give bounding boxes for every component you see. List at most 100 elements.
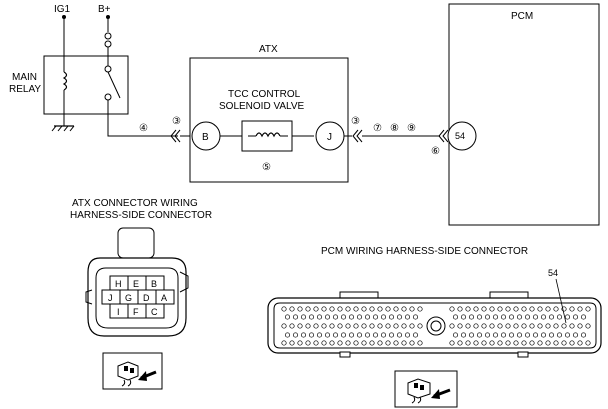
pcm-pin-hole — [332, 332, 339, 338]
pcm-pin-54-leader — [555, 278, 567, 324]
pcm-pin-hole — [393, 306, 399, 312]
pcm-pin-hole — [516, 314, 523, 320]
pcm-pin-hole — [332, 314, 339, 320]
pcm-pin-hole — [281, 306, 287, 312]
pcm-pin-hole — [497, 340, 503, 346]
pcm-pin-hole — [393, 340, 399, 346]
pcm-pin-hole — [348, 314, 355, 320]
pcm-pin-hole — [572, 332, 579, 338]
pcm-pin-hole — [545, 340, 551, 346]
pcm-pin-hole — [481, 306, 487, 312]
pcm-pin-hole — [404, 332, 411, 338]
b-plus-label: B+ — [98, 4, 111, 15]
pcm-pin-hole — [377, 323, 383, 329]
pcm-pin-hole — [468, 314, 475, 320]
pcm-pin-hole — [345, 340, 351, 346]
pcm-pin-hole — [561, 340, 567, 346]
pcm-pin-hole — [505, 323, 511, 329]
pcm-pin-hole — [497, 306, 503, 312]
pcm-pin-hole — [561, 323, 567, 329]
pcm-pin-hole — [321, 323, 327, 329]
pcm-pin-hole — [396, 314, 403, 320]
pcm-pin-hole — [508, 314, 515, 320]
pcm-pin-hole — [404, 314, 411, 320]
pcm-pin-hole — [481, 323, 487, 329]
pcm-pin-hole — [564, 314, 571, 320]
pcm-pin-hole — [564, 332, 571, 338]
pcm-pin-hole — [377, 306, 383, 312]
pcm-pin-hole — [540, 314, 547, 320]
pcm-pin-hole — [345, 323, 351, 329]
pcm-pin-hole — [364, 314, 371, 320]
pcm-pin-hole — [401, 340, 407, 346]
atx-connector-title-line1: ATX CONNECTOR WIRING — [72, 198, 198, 209]
pcm-pin-hole — [484, 314, 491, 320]
pcm-pin-hole — [524, 332, 531, 338]
pcm-pin-hole — [417, 340, 423, 346]
pcm-pin-hole — [353, 340, 359, 346]
pcm-pin-hole — [337, 323, 343, 329]
atx-pin-j: J — [108, 293, 113, 303]
pcm-pin-hole — [401, 306, 407, 312]
pcm-pin-hole — [553, 306, 559, 312]
terminal-b-label: B — [202, 132, 209, 143]
callout-5: ⑤ — [262, 162, 271, 173]
pcm-pin-hole — [540, 332, 547, 338]
pcm-connector-face: 54 — [267, 268, 602, 358]
pcm-pin-hole — [321, 340, 327, 346]
connector-chevron-icon — [170, 129, 181, 143]
pcm-pin-hole — [292, 332, 299, 338]
pcm-pin-hole — [580, 314, 587, 320]
pcm-pin-hole — [308, 332, 315, 338]
pcm-pin-hole — [324, 314, 331, 320]
pcm-pin-hole — [281, 340, 287, 346]
pcm-pin-hole — [500, 314, 507, 320]
pcm-pin-hole — [465, 323, 471, 329]
pcm-pin-hole — [484, 332, 491, 338]
pcm-pin-hole — [316, 332, 323, 338]
pcm-pin-hole — [556, 314, 563, 320]
pcm-pin-hole — [532, 314, 539, 320]
atx-connector-face: H E B J G D A I F C — [85, 227, 189, 337]
pcm-pin-hole — [292, 314, 299, 320]
pcm-pin-hole — [340, 332, 347, 338]
pcm-pin-hole — [577, 323, 583, 329]
pcm-pin-hole — [449, 340, 455, 346]
pcm-pin-hole — [316, 314, 323, 320]
relay-label: RELAY — [9, 84, 41, 95]
pcm-pin-hole — [521, 340, 527, 346]
pcm-pin-hole — [513, 340, 519, 346]
pcm-pin-hole — [580, 332, 587, 338]
pcm-pin-hole — [457, 340, 463, 346]
pcm-pin-hole — [305, 323, 311, 329]
tcc-label-line2: SOLENOID VALVE — [219, 101, 305, 112]
pcm-pin-hole — [585, 323, 591, 329]
atx-pin-b: B — [151, 279, 157, 289]
pcm-pin-hole — [577, 306, 583, 312]
pcm-pin-hole — [569, 306, 575, 312]
atx-pin-i: I — [117, 307, 120, 317]
pcm-pin-hole — [548, 314, 555, 320]
pcm-pin-hole — [377, 340, 383, 346]
pcm-pin-hole — [545, 306, 551, 312]
main-relay-box — [43, 55, 129, 115]
pcm-pin-hole — [468, 332, 475, 338]
pcm-pin-hole — [465, 306, 471, 312]
pcm-pin-hole — [305, 340, 311, 346]
pcm-pin-hole — [393, 323, 399, 329]
pcm-pin-hole — [369, 340, 375, 346]
fuse-icon — [104, 32, 112, 40]
pcm-pin-hole — [412, 314, 419, 320]
atx-unit: ATX TCC CONTROL SOLENOID VALVE ③ B ⑤ J ③ — [170, 44, 363, 183]
callout-7: ⑦ — [373, 123, 382, 134]
pcm-pin-hole — [516, 332, 523, 338]
pcm-pin-hole — [585, 306, 591, 312]
tcc-label-line1: TCC CONTROL — [228, 89, 301, 100]
pcm-pin-hole — [289, 323, 295, 329]
connector-chevron-icon — [352, 129, 363, 143]
pcm-pin-hole — [329, 306, 335, 312]
pcm-pin-hole — [569, 323, 575, 329]
pcm-pin-hole — [473, 340, 479, 346]
pcm-pin-hole — [553, 340, 559, 346]
